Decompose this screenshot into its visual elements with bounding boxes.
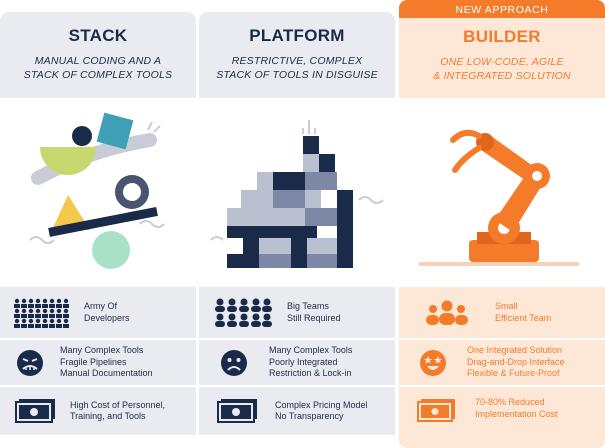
stack-team-text: Army Of Developers	[84, 301, 130, 323]
platform-column: PLATFORM RESTRICTIVE, COMPLEX STACK OF T…	[199, 0, 395, 448]
platform-subtitle-line1: RESTRICTIVE, COMPLEX	[231, 55, 363, 67]
platform-row-team: Big Teams Still Required	[199, 287, 395, 338]
builder-subtitle-line1: ONE LOW-CODE, AGILE	[440, 56, 564, 68]
money-stack-icon	[199, 397, 275, 425]
platform-subtitle-line2: STACK OF TOOLS IN DISGUISE	[216, 69, 378, 81]
platform-illustration	[199, 100, 395, 286]
stack-title: STACK	[68, 26, 128, 45]
stack-cost-text: High Cost of Personnel, Training, and To…	[70, 399, 166, 422]
builder-subtitle-line2: & INTEGRATED SOLUTION	[433, 70, 571, 82]
stack-column: STACK MANUAL CODING AND A STACK OF COMPL…	[0, 0, 196, 448]
people-crowd-icon	[0, 298, 84, 328]
builder-title: BUILDER	[463, 27, 541, 46]
star-eyes-face-icon	[399, 349, 467, 377]
stack-row-team: Army Of Developers	[0, 287, 196, 338]
builder-cost-text: 70-80% Reduced Implementation Cost	[475, 397, 558, 419]
builder-row-team: Small Efficient Team	[399, 287, 605, 338]
stack-subtitle-line1: MANUAL CODING AND A	[34, 55, 162, 67]
stack-row-cost: High Cost of Personnel, Training, and To…	[0, 387, 196, 435]
platform-header: PLATFORM RESTRICTIVE, COMPLEX STACK OF T…	[199, 12, 395, 98]
stack-row-tools: Many Complex Tools Fragile Pipelines Man…	[0, 340, 196, 385]
stack-header: STACK MANUAL CODING AND A STACK OF COMPL…	[0, 12, 196, 98]
builder-illustration	[399, 100, 605, 286]
stack-subtitle-line2: STACK OF COMPLEX TOOLS	[23, 69, 173, 81]
builder-solution-text: One Integrated Solution Drag-and-Drop In…	[467, 345, 565, 379]
small-team-icon	[399, 299, 495, 327]
platform-tools-text: Many Complex Tools Poorly Integrated Res…	[269, 345, 353, 379]
platform-row-tools: Many Complex Tools Poorly Integrated Res…	[199, 340, 395, 385]
frown-face-icon	[199, 349, 269, 377]
stack-illustration	[0, 100, 196, 286]
money-stack-icon	[399, 397, 475, 423]
builder-team-text: Small Efficient Team	[495, 301, 552, 323]
platform-title: PLATFORM	[249, 26, 345, 45]
builder-row-solution: One Integrated Solution Drag-and-Drop In…	[399, 340, 605, 385]
platform-row-cost: Complex Pricing Model No Transparency	[199, 387, 395, 435]
builder-column: NEW APPROACH BUILDER ONE LOW-CODE, AGILE…	[399, 0, 605, 448]
money-stack-icon	[0, 397, 70, 425]
platform-cost-text: Complex Pricing Model No Transparency	[275, 399, 368, 422]
people-group-icon	[199, 298, 287, 328]
sad-face-icon	[0, 349, 60, 377]
builder-row-cost: 70-80% Reduced Implementation Cost	[399, 387, 605, 448]
platform-team-text: Big Teams Still Required	[287, 301, 341, 323]
stack-tools-text: Many Complex Tools Fragile Pipelines Man…	[60, 345, 153, 379]
new-approach-banner: NEW APPROACH	[399, 0, 605, 19]
builder-header: BUILDER ONE LOW-CODE, AGILE & INTEGRATED…	[399, 18, 605, 98]
